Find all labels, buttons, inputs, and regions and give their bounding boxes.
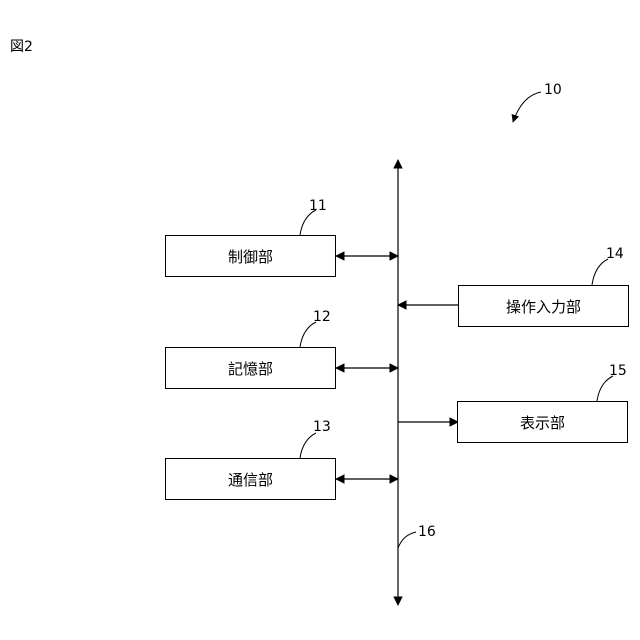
leader-12 xyxy=(300,322,316,347)
storage-unit-block: 記憶部 xyxy=(165,347,336,389)
comm-unit-ref: 13 xyxy=(313,419,331,435)
leader-16 xyxy=(398,532,416,548)
input-unit-ref: 14 xyxy=(606,246,624,262)
display-unit-label: 表示部 xyxy=(520,412,565,433)
leader-15 xyxy=(597,376,613,401)
display-unit-ref: 15 xyxy=(609,363,627,379)
bus-ref: 16 xyxy=(418,524,436,540)
leader-14 xyxy=(592,259,608,285)
system-ref-label: 10 xyxy=(544,82,562,98)
leader-13 xyxy=(300,433,316,458)
comm-unit-block: 通信部 xyxy=(165,458,336,500)
storage-unit-ref: 12 xyxy=(313,309,331,325)
display-unit-block: 表示部 xyxy=(457,401,628,443)
control-unit-block: 制御部 xyxy=(165,235,336,277)
control-unit-label: 制御部 xyxy=(228,246,273,267)
input-unit-label: 操作入力部 xyxy=(506,296,581,317)
input-unit-block: 操作入力部 xyxy=(458,285,629,327)
leader-10 xyxy=(513,92,541,122)
storage-unit-label: 記憶部 xyxy=(228,358,273,379)
comm-unit-label: 通信部 xyxy=(228,469,273,490)
control-unit-ref: 11 xyxy=(309,198,327,214)
